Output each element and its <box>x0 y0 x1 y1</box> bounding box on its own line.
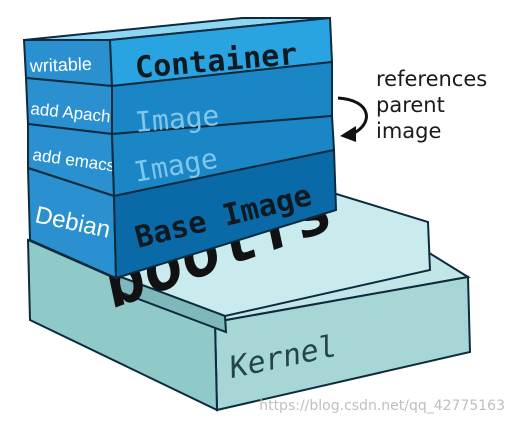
annotation-callout: references parent image <box>337 67 487 143</box>
front-label-image-apache: Image <box>134 99 221 139</box>
layer-stack-front: Container Image Image Base Image <box>108 16 338 280</box>
curved-arrow-icon <box>337 96 368 136</box>
side-label-writable: writable <box>28 54 92 76</box>
annotation-line-1: references <box>376 67 487 91</box>
layer-stack-side: writable add Apache add emacs Debian <box>22 39 121 280</box>
annotation-line-2: parent <box>376 93 445 117</box>
annotation-line-3: image <box>376 119 441 143</box>
watermark-text: https://blog.csdn.net/qq_42775163 <box>259 398 505 414</box>
arrow-head-icon <box>340 126 356 142</box>
bootfs-front-face <box>116 274 228 334</box>
front-face-base-image <box>112 148 338 280</box>
